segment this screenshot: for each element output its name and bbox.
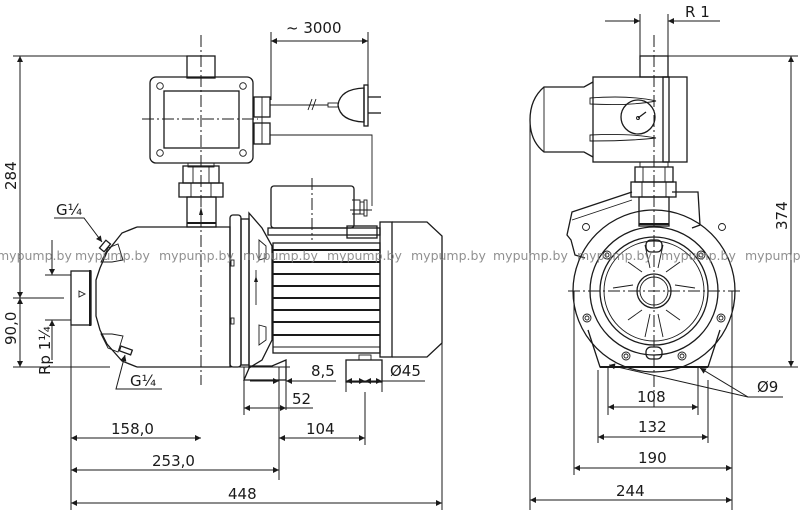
pressure-gauge-icon bbox=[620, 99, 656, 135]
motor bbox=[267, 178, 443, 383]
dim-length-total: 448 bbox=[228, 485, 257, 503]
terminal-box-side bbox=[566, 191, 633, 259]
dim-plug-bottom: G¼ bbox=[130, 372, 157, 390]
dim-foot-hole: 8,5 bbox=[311, 362, 335, 380]
dim-plug-top: G¼ bbox=[56, 201, 83, 219]
cooling-fins bbox=[273, 249, 380, 336]
dim-height-front: 374 bbox=[773, 201, 791, 230]
watermark-row: mypump.by mypump.by mypump.by mypump.by … bbox=[0, 248, 800, 263]
pressure-switch-front bbox=[529, 55, 688, 163]
pressure-switch-box bbox=[142, 35, 271, 385]
dim-body-width: 190 bbox=[638, 449, 667, 467]
dim-foot-outer: 132 bbox=[638, 418, 667, 436]
front-view-dimensions: R 1 374 Ø9 108 132 190 bbox=[529, 3, 798, 510]
watermark: mypump.by bbox=[243, 248, 318, 263]
watermark: mypump.by bbox=[577, 248, 652, 263]
dim-cable-length: ~ 3000 bbox=[286, 19, 342, 37]
dim-outlet-thread: R 1 bbox=[685, 3, 710, 21]
watermark: mypump.by bbox=[661, 248, 736, 263]
watermark: mypump.by bbox=[327, 248, 402, 263]
dim-foot-dia: Ø45 bbox=[390, 362, 421, 380]
pump-front-disc bbox=[568, 209, 740, 373]
dim-height-total: 284 bbox=[2, 161, 20, 190]
watermark: mypump.by bbox=[411, 248, 486, 263]
watermark: mypump.by bbox=[745, 248, 800, 263]
dim-to-outlet: 158,0 bbox=[111, 420, 154, 438]
dim-inlet-height: 90,0 bbox=[2, 312, 20, 345]
watermark: mypump.by bbox=[159, 248, 234, 263]
dim-hole-dia: Ø9 bbox=[757, 378, 778, 396]
side-view-dimensions: ~ 3000 284 90,0 Rp 1¼ G¼ G¼ bbox=[2, 19, 443, 510]
dim-foot-inner: 108 bbox=[637, 388, 666, 406]
power-cable-plug bbox=[270, 84, 381, 206]
side-view: ~ 3000 284 90,0 Rp 1¼ G¼ G¼ bbox=[2, 19, 443, 510]
watermark: mypump.by bbox=[0, 248, 72, 263]
dim-inlet-thread: Rp 1¼ bbox=[36, 326, 54, 375]
front-view: R 1 374 Ø9 108 132 190 bbox=[529, 3, 798, 510]
connector-fitting bbox=[178, 162, 224, 228]
pump-housing bbox=[70, 211, 287, 381]
dim-to-foot: 253,0 bbox=[152, 452, 195, 470]
watermark: mypump.by bbox=[75, 248, 150, 263]
watermark: mypump.by bbox=[493, 248, 568, 263]
dim-foot-width: 52 bbox=[292, 390, 311, 408]
dim-foot-spacing: 104 bbox=[306, 420, 335, 438]
dim-width-total: 244 bbox=[616, 482, 645, 500]
